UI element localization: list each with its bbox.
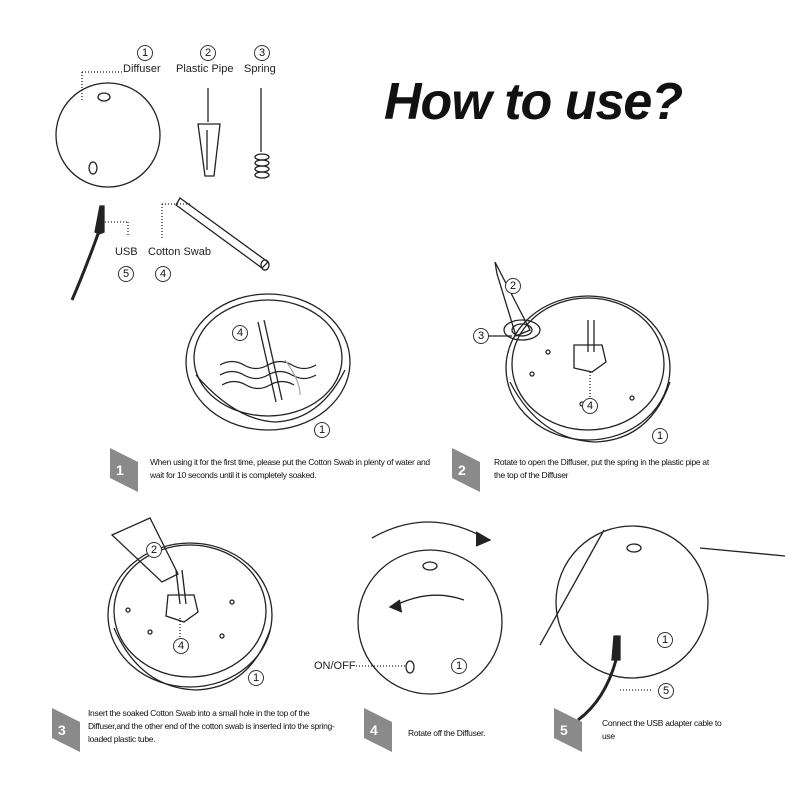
plastic-pipe-part-drawing — [197, 88, 221, 177]
step4-badge-number: 4 — [370, 722, 378, 738]
step5-callout-1: 1 — [657, 632, 673, 648]
step3-badge — [52, 708, 80, 752]
usb-number: 5 — [118, 266, 134, 282]
step3-drawing — [107, 517, 273, 691]
step3-text: Insert the soaked Cotton Swab into a sma… — [88, 708, 335, 744]
usb-cable-part-drawing — [70, 205, 129, 301]
step5-badge — [554, 708, 582, 752]
step5-text: Connect the USB adapter cable to use — [602, 718, 722, 741]
cotton-swab-label: Cotton Swab — [148, 246, 211, 258]
diffuser-number: 1 — [137, 45, 153, 61]
spring-part-drawing — [254, 88, 270, 179]
plastic-pipe-number: 2 — [200, 45, 216, 61]
cotton-swab-part-drawing — [161, 197, 270, 271]
page-title: How to use? — [384, 73, 683, 131]
step2-text: Rotate to open the Diffuser, put the spr… — [494, 457, 709, 480]
usb-label: USB — [115, 246, 138, 258]
diffuser-part-drawing — [55, 82, 161, 188]
step1-badge-number: 1 — [116, 462, 124, 478]
plastic-pipe-label: Plastic Pipe — [176, 63, 234, 75]
step1-callout-4: 4 — [232, 325, 248, 341]
on-off-label: ON/OFF — [314, 660, 356, 672]
step1-callout-1: 1 — [314, 422, 330, 438]
spring-number: 3 — [254, 45, 270, 61]
step2-badge-number: 2 — [458, 462, 466, 478]
step2-badge — [452, 448, 480, 492]
step5-callout-5: 5 — [658, 683, 674, 699]
step4-badge — [364, 708, 392, 752]
step2-callout-1: 1 — [652, 428, 668, 444]
step5-badge-number: 5 — [560, 722, 568, 738]
step1-drawing — [185, 293, 351, 431]
step5-drawing — [539, 525, 786, 722]
step3-callout-4: 4 — [173, 638, 189, 654]
step2-drawing — [488, 261, 671, 443]
step3-callout-1: 1 — [248, 670, 264, 686]
cotton-swab-number: 4 — [155, 266, 171, 282]
step4-text: Rotate off the Diffuser. — [408, 728, 486, 738]
step4-drawing — [356, 521, 503, 695]
step3-badge-number: 3 — [58, 722, 66, 738]
step2-callout-2: 2 — [505, 278, 521, 294]
step4-callout-1: 1 — [451, 658, 467, 674]
step1-badge — [110, 448, 138, 492]
step1-text: When using it for the first time, please… — [150, 457, 430, 480]
step2-callout-4: 4 — [582, 398, 598, 414]
step3-callout-2: 2 — [146, 542, 162, 558]
spring-label: Spring — [244, 63, 276, 75]
step2-callout-3: 3 — [473, 328, 489, 344]
diffuser-label: Diffuser — [123, 63, 161, 75]
